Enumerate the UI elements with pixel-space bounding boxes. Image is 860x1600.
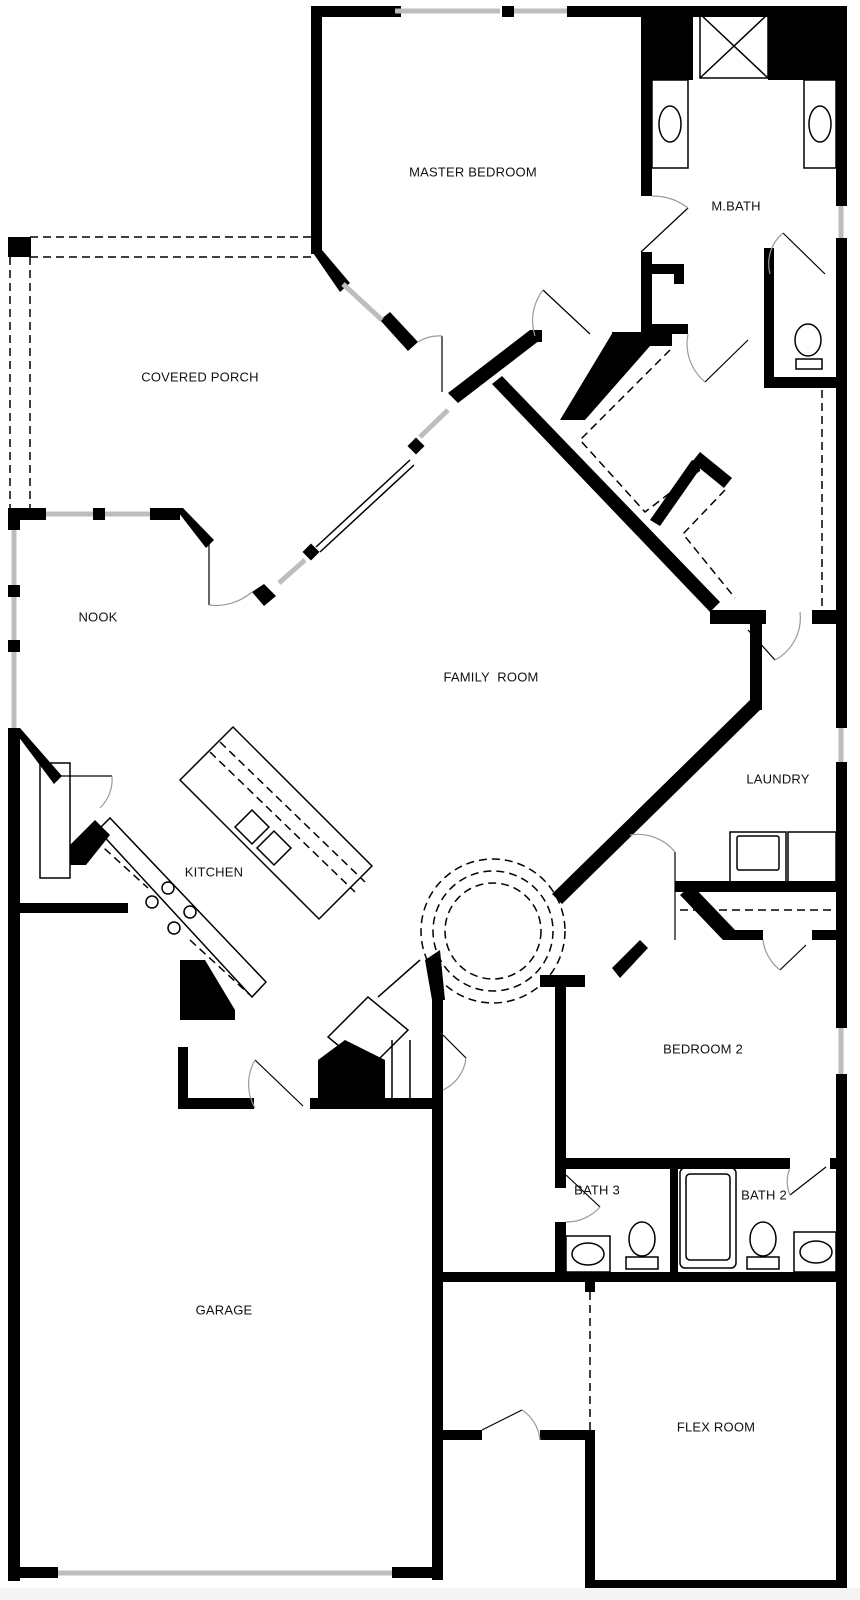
room-label-bedroom-2: BEDROOM 2 (663, 1041, 743, 1057)
doors (54, 195, 827, 1441)
room-label-laundry: LAUNDRY (746, 771, 810, 787)
room-label-covered-porch: COVERED PORCH (141, 369, 259, 385)
dashed-lines (9, 236, 840, 1440)
room-label-bath-2: BATH 2 (741, 1187, 787, 1203)
room-label-m-bath: M.BATH (711, 198, 761, 214)
room-label-family-room: FAMILY ROOM (443, 669, 539, 685)
walls (8, 6, 847, 1590)
room-label-bath-3: BATH 3 (574, 1182, 620, 1198)
room-label-garage: GARAGE (195, 1302, 253, 1318)
windows (11, 8, 844, 1576)
bottom-margin (0, 1588, 860, 1600)
room-label-nook: NOOK (78, 609, 118, 625)
fixtures (39, 13, 837, 1273)
sliding-door (315, 459, 415, 553)
room-label-kitchen: KITCHEN (184, 864, 244, 880)
room-label-master-bedroom: MASTER BEDROOM (409, 164, 537, 180)
room-label-flex-room: FLEX ROOM (676, 1419, 756, 1435)
